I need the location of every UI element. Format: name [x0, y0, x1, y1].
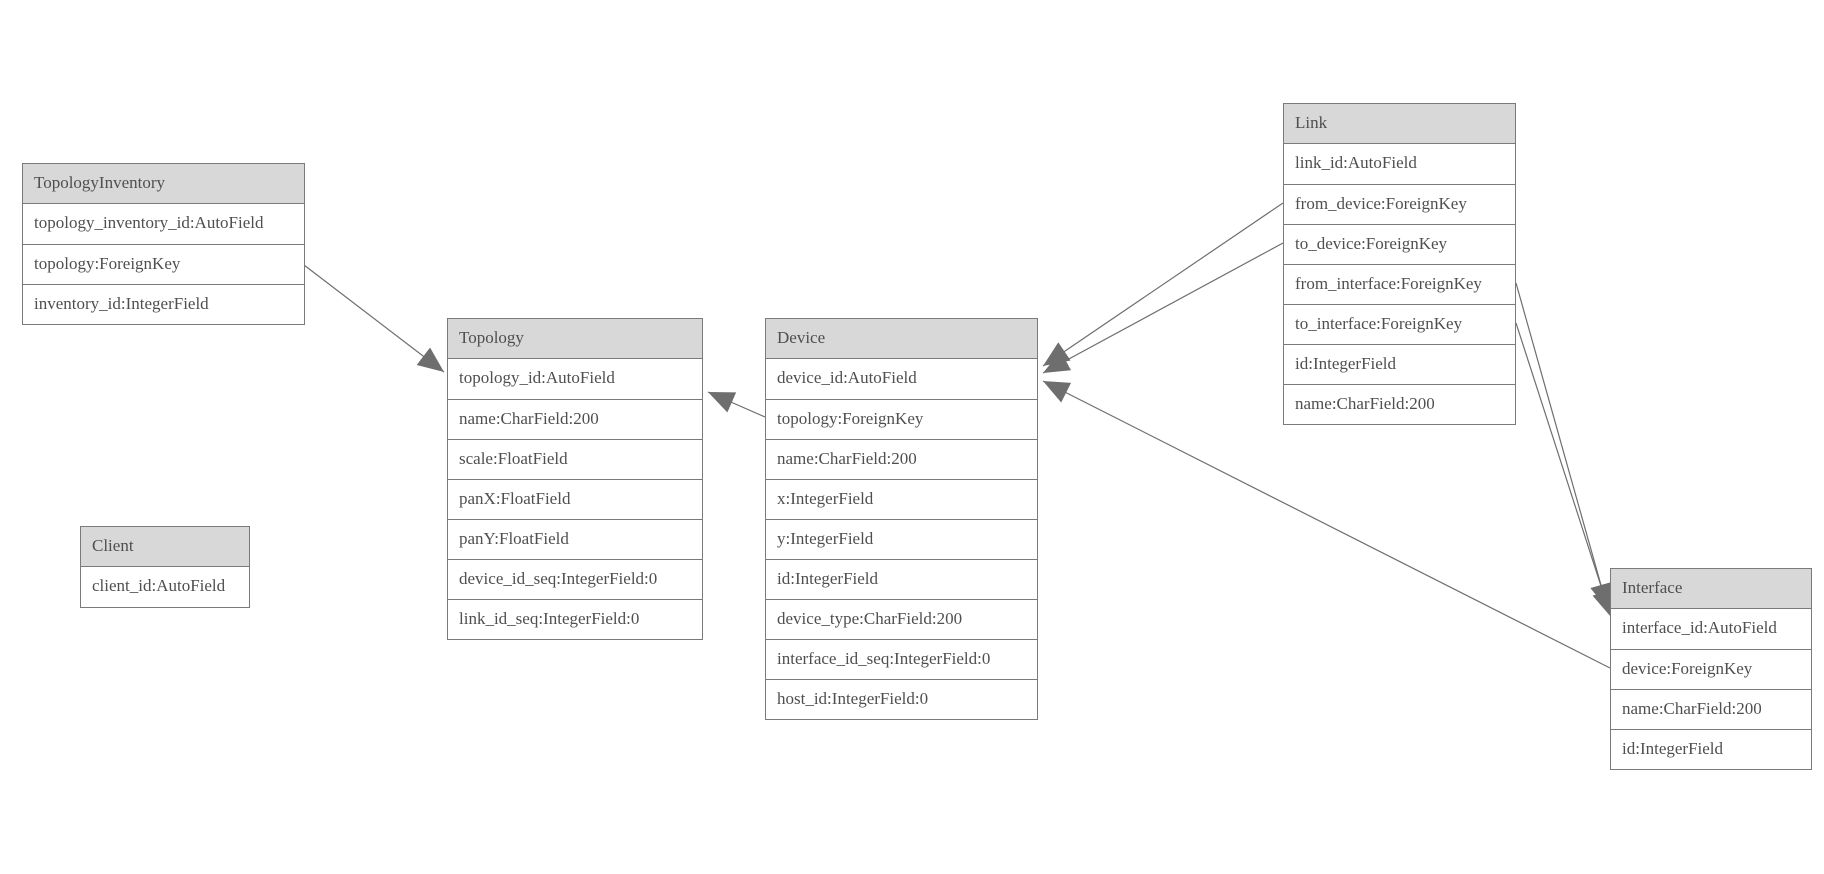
field-row: from_interface:ForeignKey [1284, 264, 1515, 304]
table-title: Link [1284, 104, 1515, 144]
field-row: device:ForeignKey [1611, 649, 1811, 689]
table-title: Client [81, 527, 249, 567]
field-row: link_id:AutoField [1295, 153, 1417, 172]
edge-link-fromdevice-device [1042, 202, 1284, 367]
field-row: device_type:CharField:200 [766, 599, 1037, 639]
field-row: topology_id:AutoField [459, 368, 615, 387]
field-row: topology_inventory_id:AutoField [34, 213, 264, 232]
table-title: Interface [1611, 569, 1811, 609]
field-row: id:IntegerField [1284, 344, 1515, 384]
edge-link-frominterface-interface [1515, 282, 1612, 611]
field-row: panX:FloatField [448, 479, 702, 519]
field-row: device_id_seq:IntegerField:0 [448, 559, 702, 599]
field-row: name:CharField:200 [1611, 689, 1811, 729]
field-row: name:CharField:200 [448, 399, 702, 439]
edge-topologyinventory-topology [303, 264, 445, 373]
field-row: host_id:IntegerField:0 [766, 679, 1037, 719]
field-row: interface_id_seq:IntegerField:0 [766, 639, 1037, 679]
field-row: y:IntegerField [766, 519, 1037, 559]
field-row: scale:FloatField [448, 439, 702, 479]
field-row: to_device:ForeignKey [1284, 224, 1515, 264]
table-node-link[interactable]: Link link_id:AutoField from_device:Forei… [1283, 103, 1516, 425]
field-row: device_id:AutoField [777, 368, 917, 387]
field-row: from_device:ForeignKey [1284, 184, 1515, 224]
field-row: client_id:AutoField [92, 576, 226, 595]
table-node-device[interactable]: Device device_id:AutoField topology:Fore… [765, 318, 1038, 720]
table-node-topology[interactable]: Topology topology_id:AutoField name:Char… [447, 318, 703, 640]
field-row: name:CharField:200 [766, 439, 1037, 479]
field-row: id:IntegerField [766, 559, 1037, 599]
table-node-topologyinventory[interactable]: TopologyInventory topology_inventory_id:… [22, 163, 305, 325]
field-row: x:IntegerField [766, 479, 1037, 519]
field-row: topology:ForeignKey [766, 399, 1037, 439]
table-node-client[interactable]: Client client_id:AutoField [80, 526, 250, 608]
table-title: Device [766, 319, 1037, 359]
table-title: TopologyInventory [23, 164, 304, 204]
field-row: topology:ForeignKey [23, 244, 304, 284]
field-row: id:IntegerField [1611, 729, 1811, 769]
edge-link-todevice-device [1042, 242, 1284, 374]
edge-link-tointerface-interface [1515, 322, 1614, 618]
table-title: Topology [448, 319, 702, 359]
edge-device-topology [707, 391, 766, 418]
field-row: panY:FloatField [448, 519, 702, 559]
field-row: link_id_seq:IntegerField:0 [448, 599, 702, 639]
field-row: inventory_id:IntegerField [23, 284, 304, 324]
table-node-interface[interactable]: Interface interface_id:AutoField device:… [1610, 568, 1812, 770]
field-row: interface_id:AutoField [1622, 618, 1777, 637]
field-row: name:CharField:200 [1284, 384, 1515, 424]
field-row: to_interface:ForeignKey [1284, 304, 1515, 344]
